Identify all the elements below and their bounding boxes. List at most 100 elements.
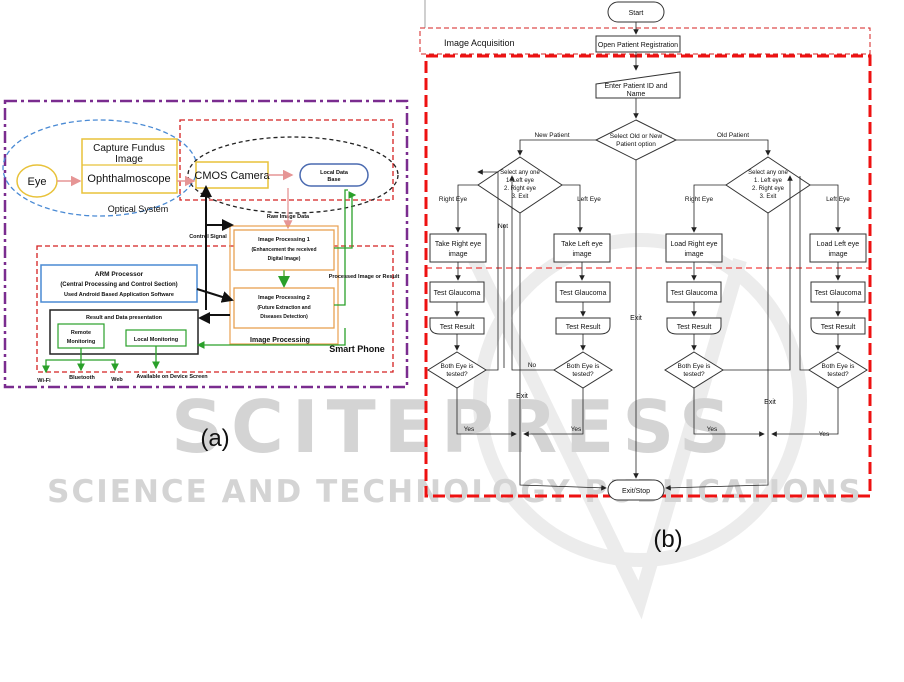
panel-b: Image Acquisition Start Open Patient Reg… [419,0,872,553]
both-eye-label-2a: Both Eye is [567,363,601,370]
test-result-box-2 [555,317,611,335]
ip2-label-1: Image Processing 2 [258,295,310,301]
image-acquisition-region [419,27,871,55]
opt1-old-label: 1. Left eye [754,178,783,184]
image-processing-1-box [233,229,335,271]
test-result-box-3 [666,317,722,335]
watermark-tagline: SCIENCE AND TECHNOLOGY PUBLICATIONS [47,474,863,510]
take-left-eye-label-1: Take Left eye [561,241,603,248]
exit-label-new: Exit [516,393,528,400]
no-loop-arrow-1 [477,169,499,371]
yes-label-1: Yes [464,426,475,433]
arm-processor-box [40,264,198,303]
control-to-ip1-arrow [205,219,234,262]
test-result-box-1 [429,317,485,335]
new-exit-arrow [519,213,607,491]
arm-label-2: (Central Processing and Control Section) [60,282,177,288]
load-right-eye-box [665,233,723,263]
capture-box [81,138,178,194]
yes-arrow-2 [523,388,584,437]
result-feedback-arrow [196,328,346,349]
yes-label-2: Yes [571,426,582,433]
arm-label-1: ARM Processor [95,271,144,278]
select-patient-label-1: Select Old or New [610,133,663,140]
yes-label-4: Yes [819,431,830,438]
result-presentation-label: Result and Data presentation [86,315,163,321]
new-left-eye-label: Left Eye [577,196,601,203]
no-loop-arrow-2 [509,175,554,371]
new-left-eye-arrow [562,184,583,233]
smart-phone-label: Smart Phone [329,344,385,354]
opt1-new-label: 1. Left eye [506,178,535,184]
both-eye-label-1a: Both Eye is [441,363,475,370]
new-right-eye-label: Right Eye [439,196,468,203]
load-left-eye-label-1: Load Left eye [817,241,860,248]
take-right-eye-label-2: image [448,251,467,258]
local-db-label-2: Base [327,177,340,183]
opt3-old-label: 3. Exit [760,194,777,200]
test-result-box-4 [810,317,866,335]
enter-patient-box [595,71,681,99]
new-right-eye-arrow [455,184,478,233]
ip2-to-result-arrow [198,312,230,324]
both-eye-label-4a: Both Eye is [822,363,856,370]
opt3-new-label: 3. Exit [512,194,529,200]
web-label: Web [111,377,123,383]
enter-patient-label-2: Name [627,91,646,98]
load-right-eye-label-2: image [684,251,703,258]
control-signal-label: Control Signal [189,234,227,240]
wifi-label: Wi-Fi [37,378,51,384]
new-patient-label: New Patient [534,132,569,139]
test-glaucoma-label-2: Test Glaucoma [560,290,607,297]
no-loop-arrow-4 [799,176,809,371]
both-eye-label-2b: tested? [572,371,594,378]
take-left-eye-label-2: image [572,251,591,258]
watermark-circle [473,233,807,567]
old-patient-label: Old Patient [717,132,749,139]
no-label: No [528,362,537,369]
select-any-old-label: Select any one [748,170,788,176]
watermark-logo: SCITEPRESS [171,385,739,469]
ip1-label-3: Digital Image) [268,256,301,262]
ip1-label-1: Image Processing 1 [258,237,310,243]
camera-region [179,119,394,201]
opt2-old-label: 2. Right eye [752,186,785,192]
cmos-camera-label: CMOS Camera [194,170,270,182]
both-eye-label-3a: Both Eye is [678,363,712,370]
exit-stop-node [607,479,665,501]
open-registration-label: Open Patient Registration [598,42,678,49]
optical-system-label: Optical System [108,204,169,214]
bluetooth-label: Bluetooth [69,375,95,381]
not-label: Not [498,223,508,230]
test-result-label-3: Test Result [677,324,712,331]
image-processing-label: Image Processing [250,337,310,344]
test-result-label-1: Test Result [440,324,475,331]
both-eye-diamond-4 [808,351,868,389]
ip2-label-3: Diseases Detection) [260,314,308,320]
select-patient-label-2: Patient option [616,141,656,148]
smart-phone-region [36,245,394,373]
test-glaucoma-label-4: Test Glaucoma [815,290,862,297]
remote-monitoring-label-1: Remote [71,330,91,336]
old-right-eye-arrow [691,184,726,233]
image-processing-frame [229,225,339,345]
exit-label-old: Exit [764,399,776,406]
processed-arrow-a [334,191,357,249]
yes-label-3: Yes [707,426,718,433]
local-monitoring-label: Local Monitoring [134,337,178,343]
both-eye-label-1b: tested? [446,371,468,378]
ophthalmoscope-label: Ophthalmoscope [87,173,170,185]
select-eye-diamond-old [725,156,811,214]
old-patient-arrow [676,139,771,156]
ip1-label-2: (Enhancement the received [251,247,316,253]
select-eye-diamond-new [477,156,563,214]
local-db-cylinder [299,163,369,187]
old-left-eye-label: Left Eye [826,196,850,203]
arm-to-ip2-arrow [196,288,234,303]
test-glaucoma-label-1: Test Glaucoma [434,290,481,297]
capture-label-2: Image [115,154,143,165]
no-loop-arrow-3 [723,175,793,371]
processed-arrow-b [334,189,348,306]
take-right-eye-label-1: Take Right eye [435,241,481,248]
enter-patient-label-1: Enter Patient ID and [604,83,667,90]
